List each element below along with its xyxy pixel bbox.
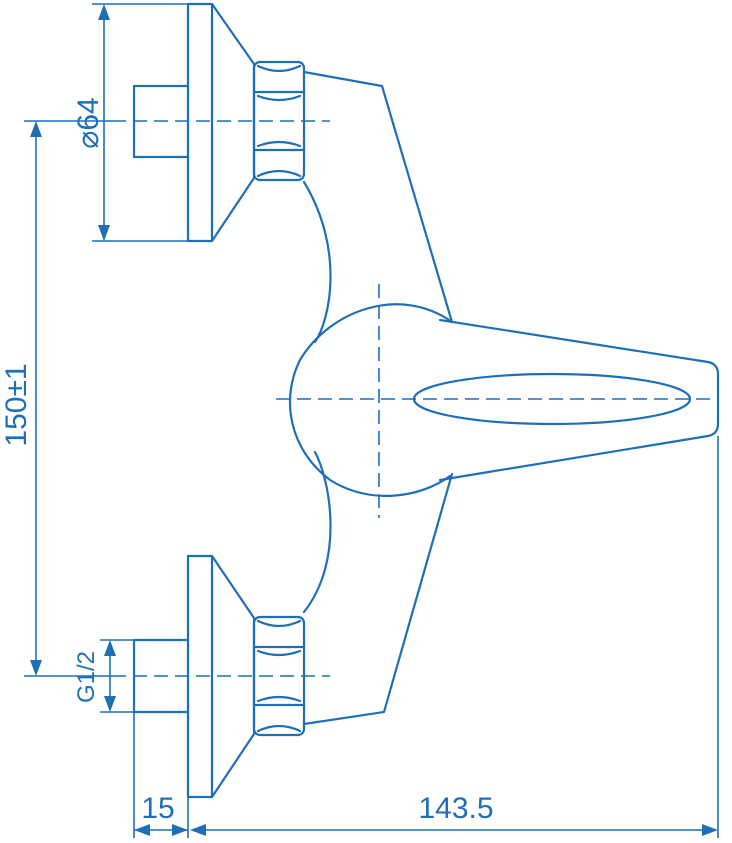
dimension-offset: 15 [133,712,189,838]
top-inlet-assembly [112,2,330,243]
mixer-body-outline [302,70,454,726]
center-distance-label: 150±1 [0,363,33,446]
top-flange [186,2,256,243]
dimension-thread: G1/2 [73,639,134,713]
dimension-center-distance: 150±1 [0,120,112,677]
bottom-inlet-assembly [112,554,330,799]
cartridge-dome [288,303,454,497]
diameter-label: ⌀64 [72,97,105,148]
dimension-depth: 143.5 [190,436,719,838]
depth-label: 143.5 [418,792,493,825]
lever-handle [438,318,720,482]
offset-label: 15 [141,792,174,825]
mixer-body [276,70,720,726]
thread-label: G1/2 [73,651,100,703]
dimension-diameter: ⌀64 [72,3,188,242]
